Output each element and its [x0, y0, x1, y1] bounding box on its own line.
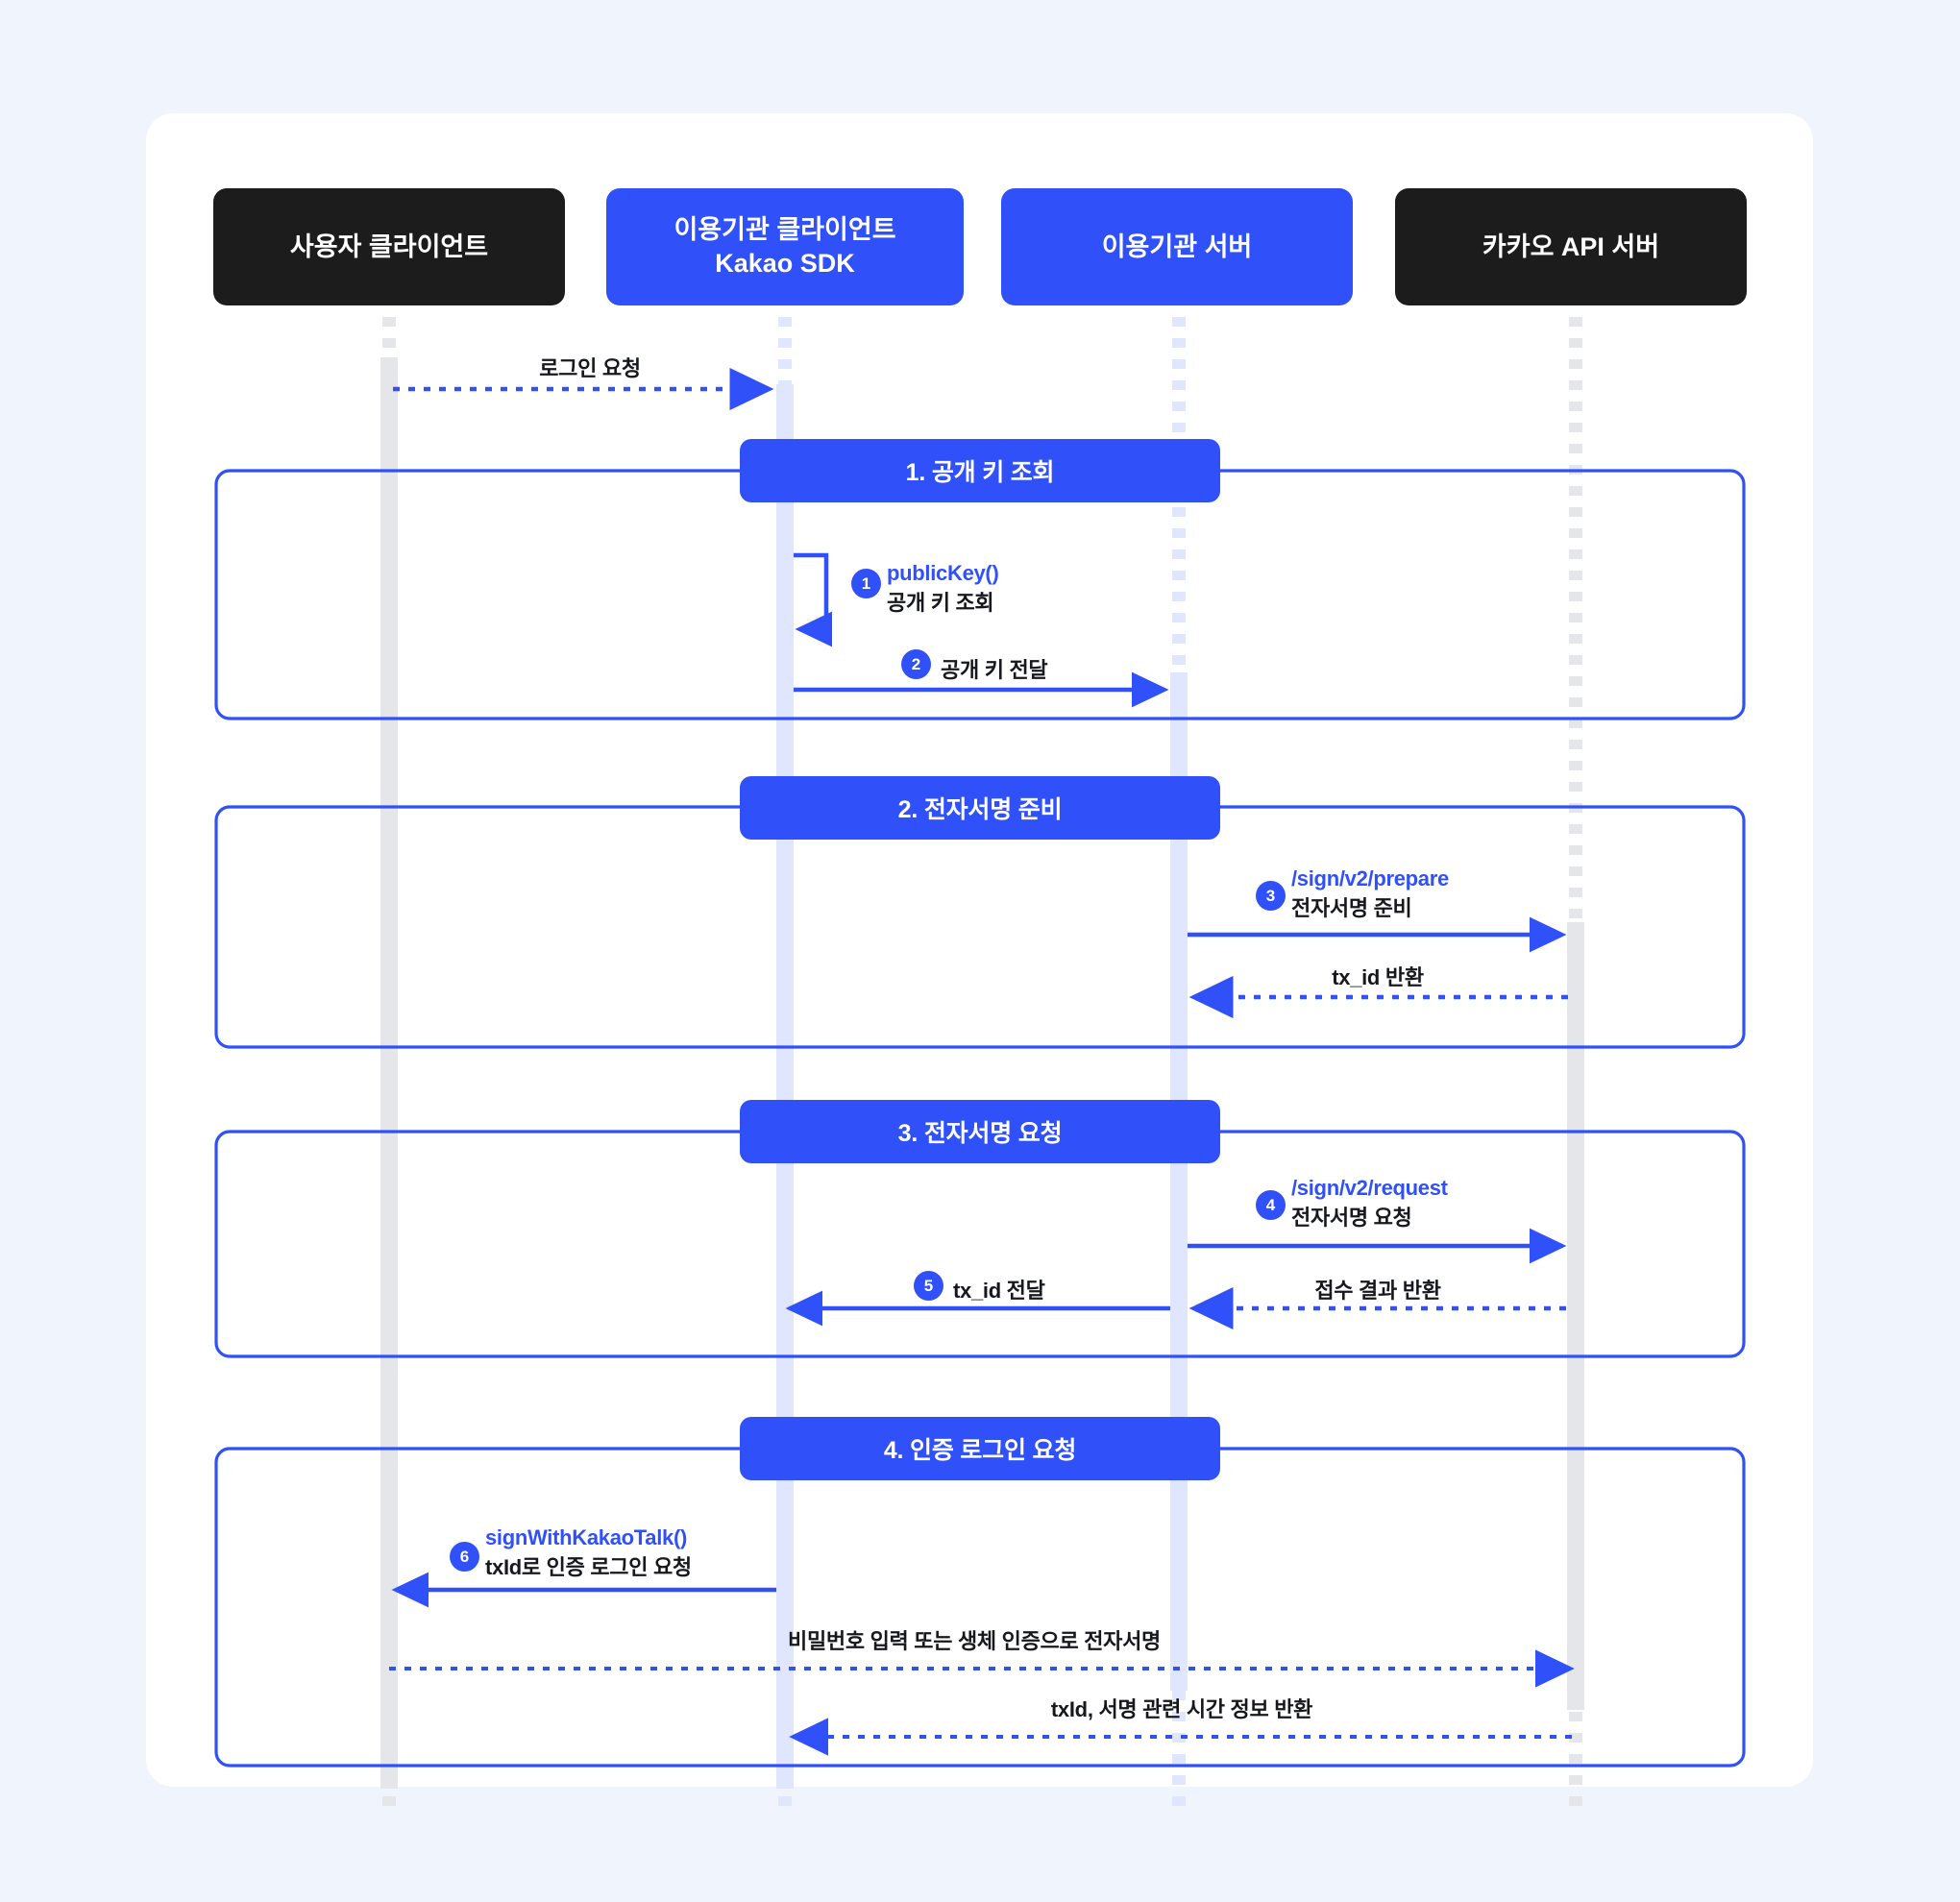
section-pill-2[interactable]: 2. 전자서명 준비	[740, 776, 1220, 840]
step-badge-6-number: 6	[459, 1548, 470, 1566]
section-pill-2-label: 2. 전자서명 준비	[897, 796, 1063, 823]
frame-section-4	[214, 1447, 1746, 1768]
message-sign-with-kakaotalk-sub: txId로 인증 로그인 요청	[485, 1555, 692, 1579]
step-badge-4: 4	[1256, 1190, 1286, 1220]
message-public-key-api: publicKey()	[887, 561, 999, 585]
message-sign-prepare-sub: 전자서명 준비	[1291, 896, 1412, 920]
message-sign-prepare: /sign/v2/prepare 전자서명 준비	[1291, 866, 1449, 922]
actor-kakao-api-server[interactable]: 카카오 API 서버	[1395, 188, 1747, 305]
message-txid-deliver-sub: tx_id 전달	[953, 1279, 1045, 1303]
actor-kakao-api-server-label: 카카오 API 서버	[1482, 232, 1660, 261]
step-badge-3: 3	[1256, 881, 1286, 911]
message-txid-time-return: txId, 서명 관련 시간 정보 반환	[1051, 1693, 1312, 1723]
section-pill-4-label: 4. 인증 로그인 요청	[883, 1437, 1077, 1464]
step-badge-1-number: 1	[861, 574, 871, 593]
message-biometric-sign: 비밀번호 입력 또는 생체 인증으로 전자서명	[788, 1624, 1161, 1655]
message-login-request-label: 로그인 요청	[539, 356, 641, 380]
actor-user-client-label: 사용자 클라이언트	[289, 232, 489, 261]
step-badge-5: 5	[914, 1271, 943, 1301]
message-txid-return: tx_id 반환	[1332, 961, 1424, 991]
message-sign-request: /sign/v2/request 전자서명 요청	[1291, 1176, 1448, 1231]
section-pill-1[interactable]: 1. 공개 키 조회	[740, 439, 1220, 502]
message-sign-with-kakaotalk: signWithKakaoTalk() txId로 인증 로그인 요청	[485, 1525, 692, 1581]
section-pill-1-label: 1. 공개 키 조회	[905, 459, 1055, 486]
lifelines	[382, 317, 1582, 1806]
step-badge-2: 2	[901, 649, 931, 679]
step-badge-5-number: 5	[923, 1277, 934, 1295]
message-public-key-deliver: 공개 키 전달	[941, 653, 1048, 684]
message-sign-request-api: /sign/v2/request	[1291, 1176, 1448, 1200]
message-txid-return-sub: tx_id 반환	[1332, 965, 1424, 989]
message-public-key-deliver-sub: 공개 키 전달	[941, 658, 1048, 682]
message-receipt-result: 접수 결과 반환	[1314, 1274, 1441, 1305]
message-txid-time-return-sub: txId, 서명 관련 시간 정보 반환	[1050, 1697, 1313, 1721]
actor-partner-client-label: 이용기관 클라이언트	[674, 215, 896, 245]
message-public-key-sub: 공개 키 조회	[887, 591, 994, 615]
actor-partner-server[interactable]: 이용기관 서버	[1001, 188, 1353, 305]
section-pill-4[interactable]: 4. 인증 로그인 요청	[740, 1417, 1220, 1480]
message-login-request: 로그인 요청	[539, 352, 641, 382]
message-biometric-sign-sub: 비밀번호 입력 또는 생체 인증으로 전자서명	[788, 1629, 1161, 1653]
message-receipt-result-sub: 접수 결과 반환	[1314, 1279, 1441, 1303]
section-pill-3-label: 3. 전자서명 요청	[897, 1120, 1063, 1147]
message-sign-with-kakaotalk-api: signWithKakaoTalk()	[485, 1525, 688, 1549]
actor-user-client[interactable]: 사용자 클라이언트	[213, 188, 565, 305]
activation-user-client	[380, 357, 398, 1789]
message-sign-request-sub: 전자서명 요청	[1291, 1206, 1412, 1230]
step-badge-4-number: 4	[1265, 1196, 1276, 1214]
actor-partner-client[interactable]: 이용기관 클라이언트 Kakao SDK	[606, 188, 964, 305]
arrow-public-key-self	[794, 552, 833, 647]
message-txid-deliver: tx_id 전달	[953, 1274, 1045, 1305]
step-badge-3-number: 3	[1265, 887, 1276, 905]
frame-section-2	[214, 805, 1746, 1049]
message-public-key: publicKey() 공개 키 조회	[887, 561, 999, 617]
activation-kakao-api	[1567, 922, 1584, 1710]
step-badge-2-number: 2	[911, 655, 921, 673]
step-badge-1: 1	[851, 569, 881, 598]
actor-partner-client-sublabel: Kakao SDK	[715, 249, 855, 278]
activation-partner-client	[776, 384, 794, 1789]
actor-partner-server-label: 이용기관 서버	[1101, 232, 1253, 261]
section-pill-3[interactable]: 3. 전자서명 요청	[740, 1100, 1220, 1163]
step-badge-6: 6	[450, 1542, 479, 1572]
message-sign-prepare-api: /sign/v2/prepare	[1291, 866, 1449, 890]
